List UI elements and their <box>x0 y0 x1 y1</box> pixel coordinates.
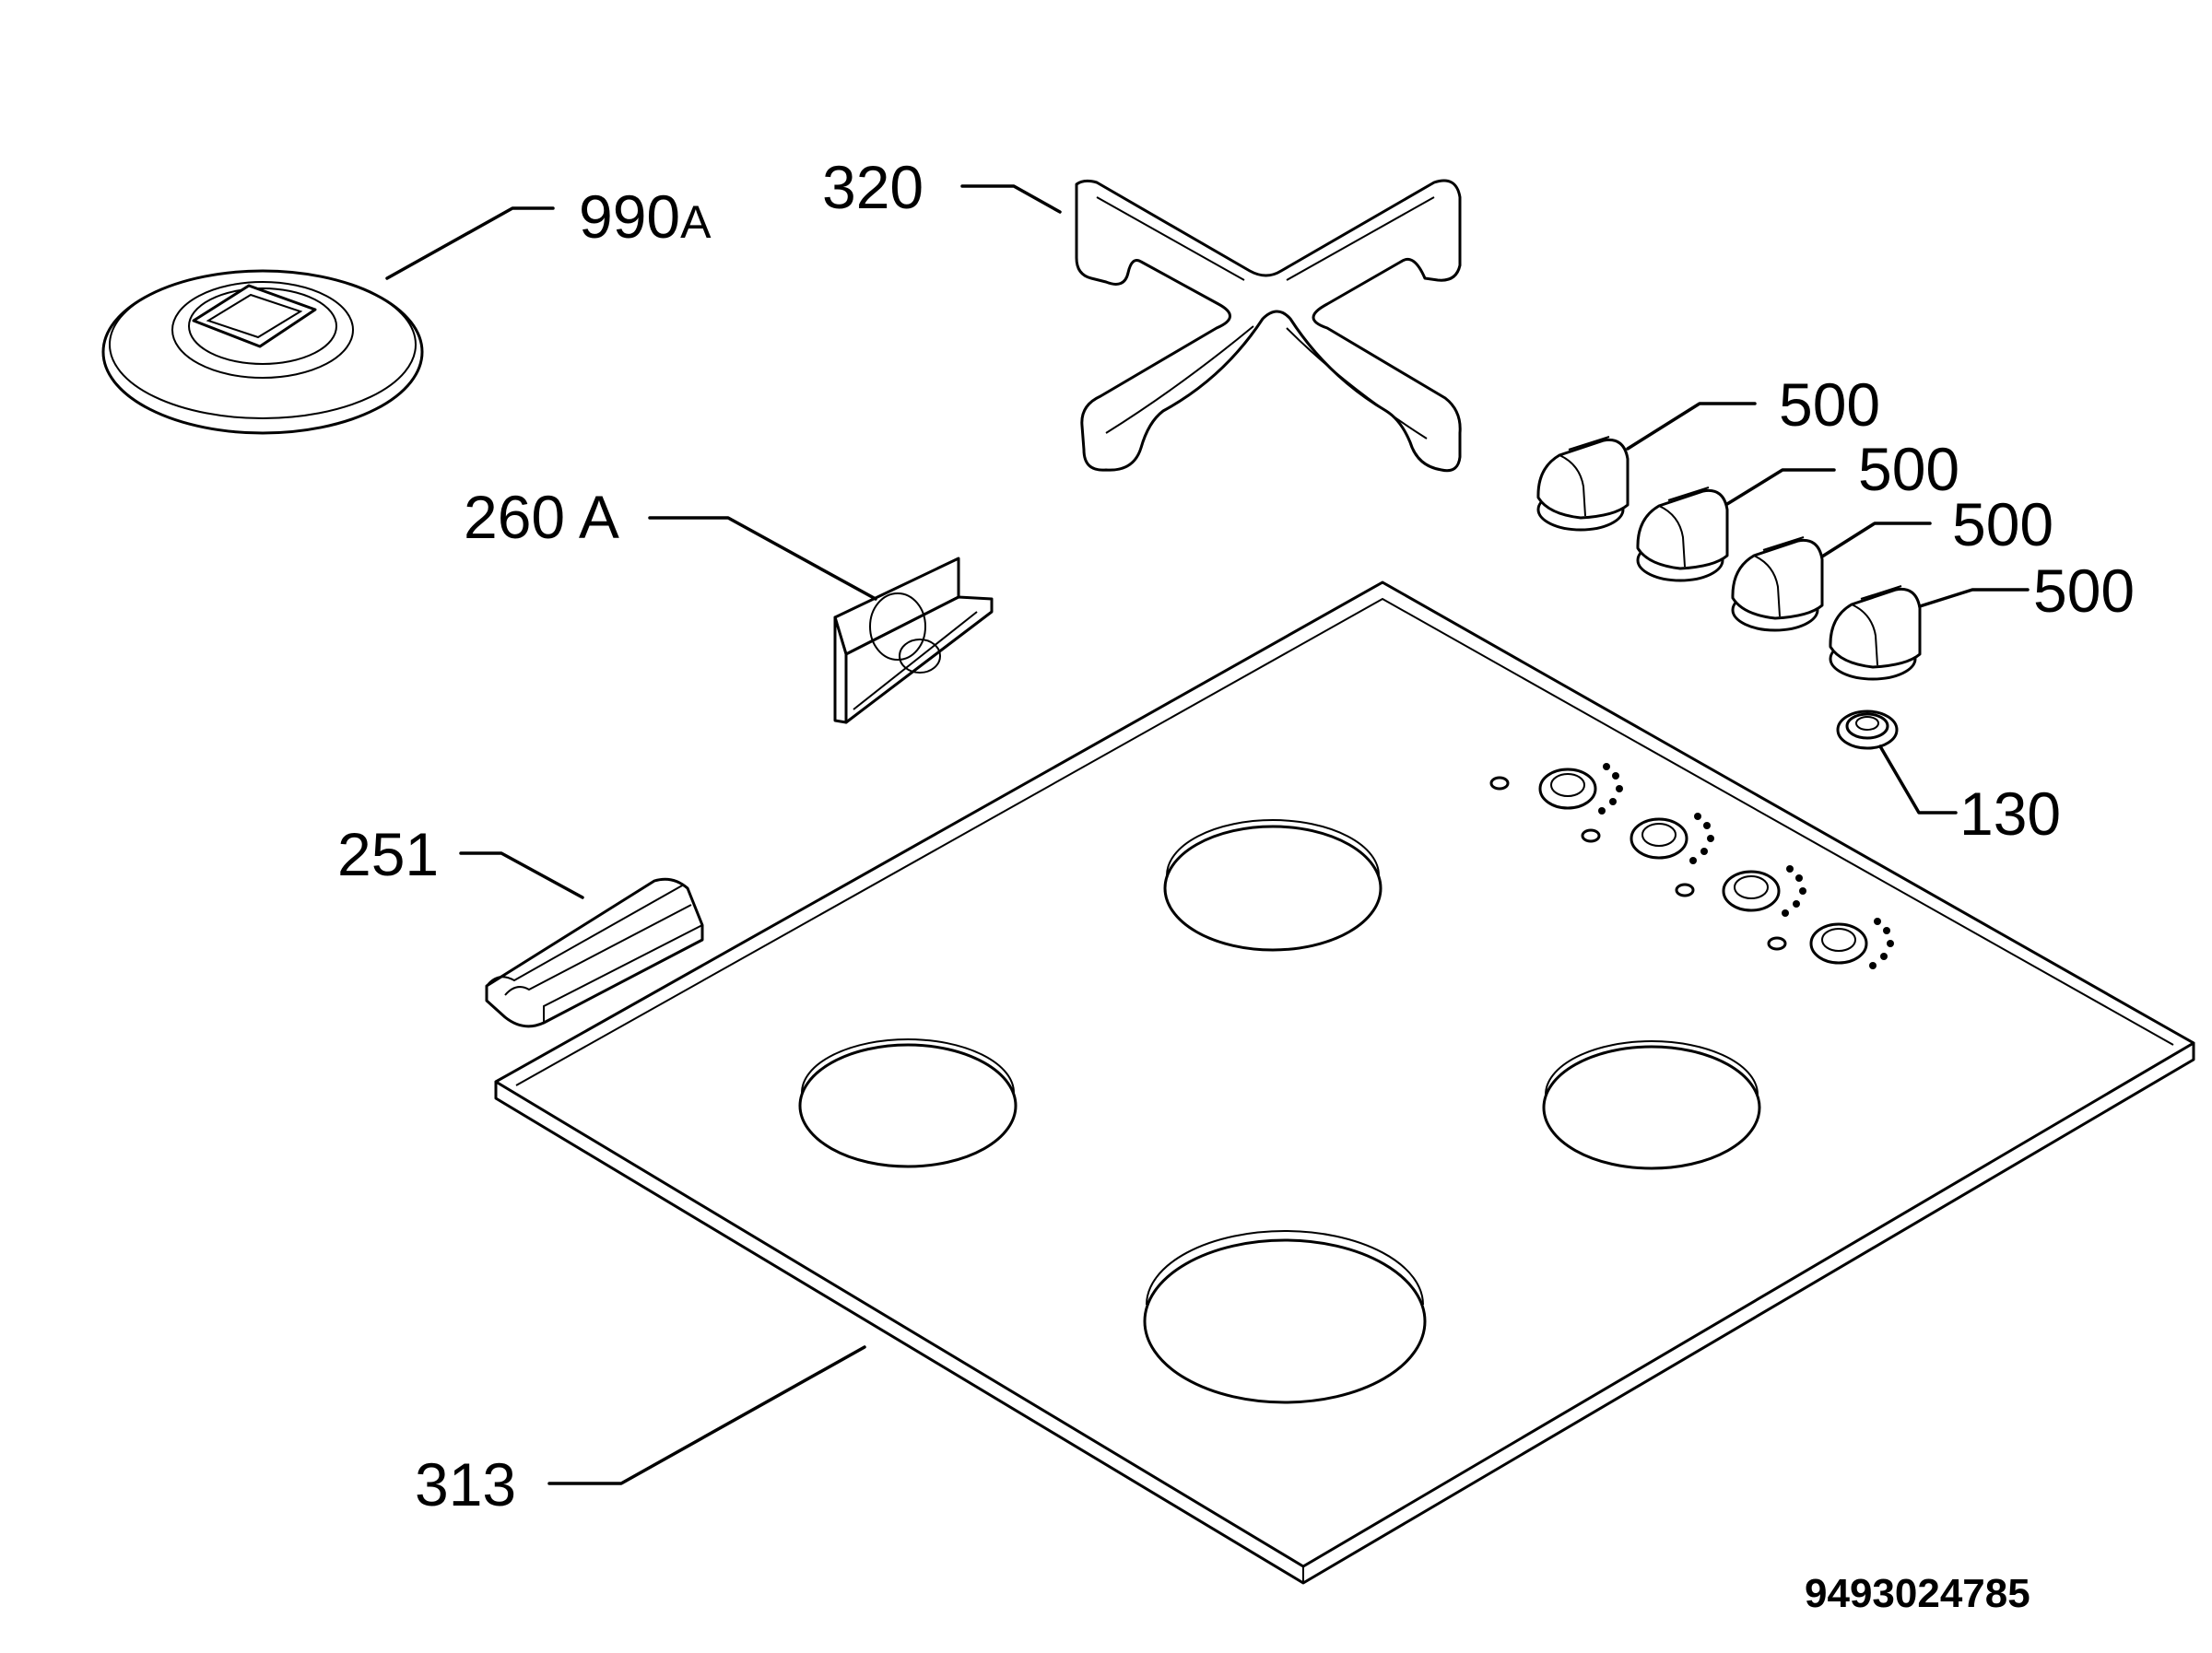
label-500-knob-1: 500 <box>1779 370 1880 439</box>
leader-lines <box>385 184 2030 1485</box>
bracket <box>833 557 994 724</box>
burner-cover-disc <box>101 269 424 435</box>
burner-opening-front <box>1143 1230 1427 1404</box>
knob-seal <box>1836 709 1899 750</box>
label-500-knob-4: 500 <box>2033 557 2135 625</box>
control-bosses <box>1489 763 1894 969</box>
label-500-knob-3: 500 <box>1952 490 2053 558</box>
label-313: 313 <box>415 1450 516 1518</box>
burner-opening-right <box>1542 1040 1761 1170</box>
drawing-code: 9493024785 <box>1805 1571 2030 1616</box>
label-260a: 260 A <box>464 483 619 551</box>
control-knob-1 <box>1536 436 1630 532</box>
control-knob-2 <box>1636 487 1729 582</box>
control-knob-3 <box>1731 536 1824 632</box>
label-500-knob-2: 500 <box>1858 435 1959 503</box>
clip <box>485 877 704 1028</box>
burner-opening-left <box>798 1038 1018 1168</box>
label-990a: 990A <box>579 182 712 251</box>
label-251: 251 <box>337 820 439 888</box>
label-320: 320 <box>822 153 924 221</box>
reference-labels: 990A 320 500 500 500 500 260 A 130 251 3… <box>337 153 2135 1616</box>
pan-support <box>1075 179 1462 473</box>
label-130: 130 <box>1959 780 2061 848</box>
hob-top-plate <box>494 580 2195 1585</box>
control-knob-4 <box>1829 585 1922 681</box>
burner-opening-rear <box>1163 819 1382 952</box>
